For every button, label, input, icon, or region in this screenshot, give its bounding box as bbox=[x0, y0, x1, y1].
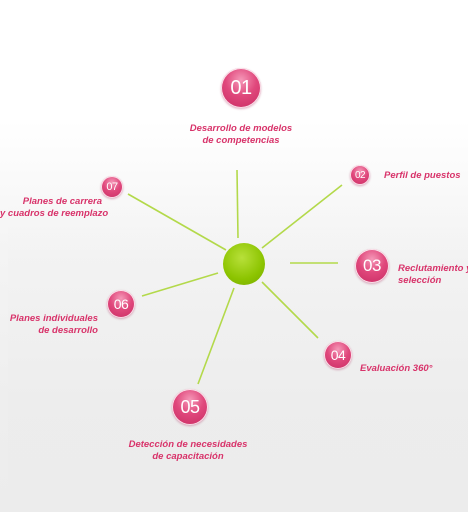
connector-line-06 bbox=[141, 272, 219, 297]
node-04-number: 04 bbox=[330, 347, 346, 363]
node-07-circle: 07 bbox=[101, 176, 123, 198]
node-06-circle: 06 bbox=[107, 290, 135, 318]
node-06-number: 06 bbox=[113, 296, 129, 312]
node-02-number: 02 bbox=[354, 169, 366, 181]
node-03-circle: 03 bbox=[355, 249, 389, 283]
node-01-label-line-2: de competencias bbox=[202, 135, 280, 146]
bottom-band bbox=[0, 512, 468, 520]
node-01-label: Desarrollo de modelos de competencias bbox=[176, 123, 306, 147]
node-05-label: Detección de necesidades de capacitación bbox=[118, 439, 258, 463]
node-07-label: Planes de carrera y cuadros de reemplazo bbox=[0, 196, 109, 220]
node-07-number: 07 bbox=[106, 181, 118, 193]
connector-line-02 bbox=[261, 184, 343, 249]
node-05-label-line-1: Detección de necesidades bbox=[128, 439, 248, 450]
center-hub bbox=[223, 243, 265, 285]
node-01-number: 01 bbox=[230, 76, 252, 99]
node-04-label-line-1: Evaluación 360° bbox=[360, 363, 433, 374]
node-07-label-line-2: y cuadros de reemplazo bbox=[0, 208, 109, 219]
node-02-circle: 02 bbox=[350, 165, 370, 185]
connector-line-07 bbox=[127, 193, 227, 251]
node-03-number: 03 bbox=[363, 256, 381, 275]
node-05-label-line-2: de capacitación bbox=[152, 451, 224, 462]
node-07-label-line-1: Planes de carrera bbox=[22, 196, 102, 207]
node-01-circle: 01 bbox=[221, 68, 261, 108]
node-03-label: Reclutamiento y selección bbox=[398, 263, 468, 287]
node-05-number: 05 bbox=[180, 396, 200, 417]
node-06-label: Planes individuales de desarrollo bbox=[4, 313, 98, 337]
node-03-label-line-1: Reclutamiento y bbox=[398, 263, 468, 274]
node-03-label-line-2: selección bbox=[398, 275, 442, 286]
node-05-circle: 05 bbox=[172, 389, 208, 425]
connector-line-05 bbox=[197, 287, 235, 385]
node-02-label: Perfil de puestos bbox=[384, 170, 461, 182]
node-06-label-line-1: Planes individuales bbox=[9, 313, 98, 324]
node-01-label-line-1: Desarrollo de modelos bbox=[189, 123, 293, 134]
node-06-label-line-2: de desarrollo bbox=[38, 325, 98, 336]
node-04-circle: 04 bbox=[324, 341, 352, 369]
connector-line-01 bbox=[236, 169, 239, 239]
connector-line-04 bbox=[261, 281, 319, 339]
node-02-label-line-1: Perfil de puestos bbox=[384, 170, 461, 181]
node-04-label: Evaluación 360° bbox=[360, 363, 432, 375]
